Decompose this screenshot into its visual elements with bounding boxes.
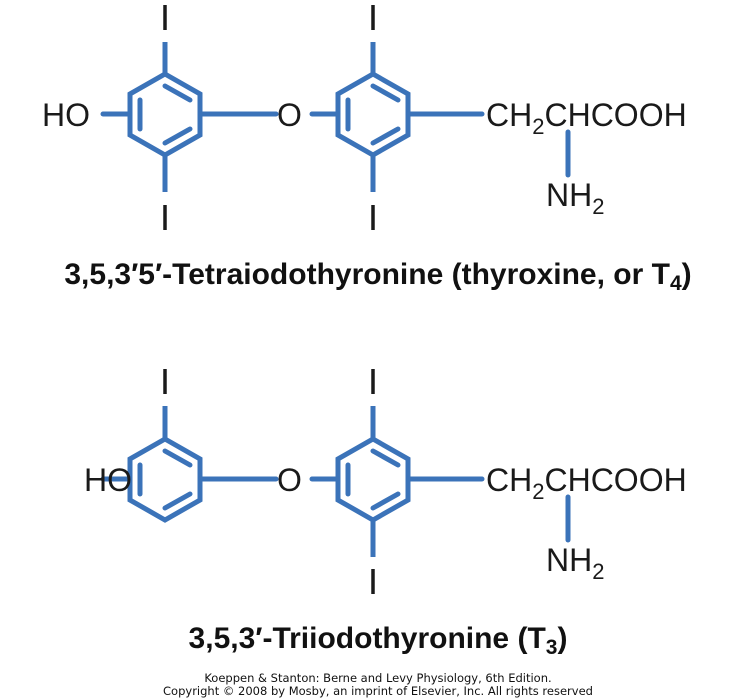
side-chain-subscript: 2 [532,114,544,139]
double-bond [162,448,193,468]
t4-name-main: 3,5,3′5′-Tetraiodothyronine (thyroxine, … [64,258,670,291]
amine-label: NH2 [546,542,604,584]
side-chain-label: CH2CHCOOH [486,462,687,504]
side-chain-label: CH2CHCOOH [486,97,687,139]
side-chain-ch: CH [486,97,532,133]
benzene-ring-outer [127,71,203,158]
double-bond [370,448,401,468]
double-bond [162,126,193,146]
t4-name-subscript: 4 [669,272,682,295]
double-bond [370,491,401,511]
t4-name-caption: 3,5,3′5′-Tetraiodothyronine (thyroxine, … [0,258,756,295]
amine-subscript: 2 [592,194,604,219]
benzene-ring-inner [335,71,411,158]
benzene-ring-outer [127,436,203,523]
side-chain-rest: CHCOOH [544,97,686,133]
double-bond [162,83,193,103]
t3-name-main: 3,5,3′-Triiodothyronine (T [188,622,546,655]
amine-nh: NH [546,542,592,578]
amine-label: NH2 [546,177,604,219]
ether-oxygen-label: O [277,462,302,498]
ether-oxygen-label: O [277,97,302,133]
double-bond [370,83,401,103]
source-credit: Koeppen & Stanton: Berne and Levy Physio… [0,672,756,698]
hydroxyl-label: HO [42,97,90,133]
t3-name-tail: ) [557,622,568,655]
amine-nh: NH [546,177,592,213]
hydroxyl-label: HO [84,462,132,498]
side-chain-ch: CH [486,462,532,498]
double-bond [370,126,401,146]
benzene-ring-inner [335,436,411,523]
t3-name-subscript: 3 [545,636,558,659]
side-chain-subscript: 2 [532,479,544,504]
molecule-t3: HO O CH2CHCOOH NH2 [84,369,687,594]
credit-line-1: Koeppen & Stanton: Berne and Levy Physio… [204,671,552,685]
credit-line-2: Copyright © 2008 by Mosby, an imprint of… [163,684,593,698]
double-bond [162,491,193,511]
molecule-t4: HO O CH2CHCOOH NH2 [42,5,687,230]
t3-name-caption: 3,5,3′-Triiodothyronine (T3) [0,622,756,659]
t4-name-tail: ) [681,258,692,291]
side-chain-rest: CHCOOH [544,462,686,498]
amine-subscript: 2 [592,559,604,584]
